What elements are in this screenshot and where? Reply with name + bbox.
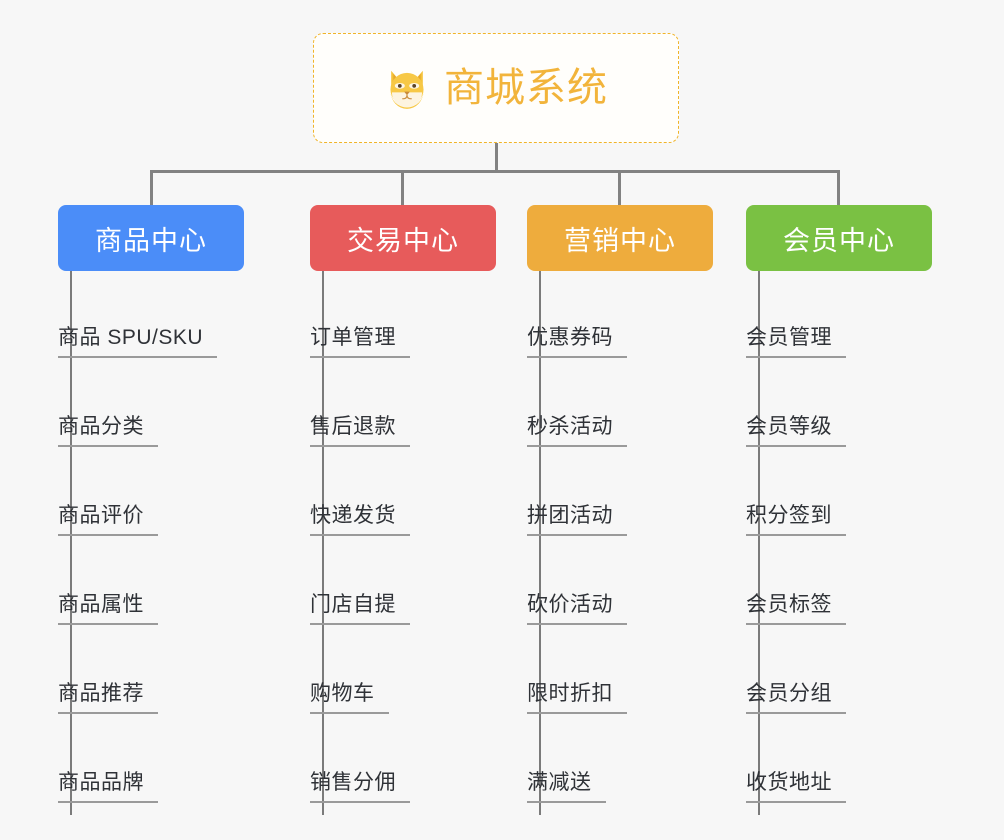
category-label: 会员中心 <box>783 225 895 256</box>
category-header-trade-center[interactable]: 交易中心 <box>310 205 496 271</box>
list-item[interactable]: 门店自提 <box>310 538 540 627</box>
list-item[interactable]: 订单管理 <box>310 271 540 360</box>
category-label: 交易中心 <box>347 225 459 256</box>
list-item[interactable]: 快递发货 <box>310 449 540 538</box>
spine-member-center <box>758 271 760 815</box>
list-item-label: 会员标签 <box>746 591 846 625</box>
list-item-label: 门店自提 <box>310 591 410 625</box>
root-title: 商城系统 <box>444 66 608 110</box>
item-list-product-center: 商品 SPU/SKU 商品分类 商品评价 商品属性 商品推荐 商品品牌 <box>58 271 288 805</box>
list-item[interactable]: 积分签到 <box>746 449 976 538</box>
item-list-trade-center: 订单管理 售后退款 快递发货 门店自提 购物车 销售分佣 <box>310 271 540 805</box>
list-item[interactable]: 商品分类 <box>58 360 288 449</box>
branch-marketing-center: 营销中心 <box>527 205 713 271</box>
list-item[interactable]: 限时折扣 <box>527 627 757 716</box>
list-item-label: 商品属性 <box>58 591 158 625</box>
list-item-label: 优惠券码 <box>527 324 627 358</box>
list-item[interactable]: 会员标签 <box>746 538 976 627</box>
category-header-member-center[interactable]: 会员中心 <box>746 205 932 271</box>
list-item-label: 限时折扣 <box>527 680 627 714</box>
list-item[interactable]: 拼团活动 <box>527 449 757 538</box>
category-label: 商品中心 <box>95 225 207 256</box>
category-label: 营销中心 <box>564 225 676 256</box>
connector-drop-trade-center <box>401 170 404 205</box>
list-item-label: 会员管理 <box>746 324 846 358</box>
connector-drop-marketing-center <box>618 170 621 205</box>
category-header-marketing-center[interactable]: 营销中心 <box>527 205 713 271</box>
list-item-label: 商品评价 <box>58 502 158 536</box>
list-item[interactable]: 购物车 <box>310 627 540 716</box>
list-item[interactable]: 会员分组 <box>746 627 976 716</box>
list-item-label: 商品分类 <box>58 413 158 447</box>
connector-drop-product-center <box>150 170 153 205</box>
list-item-label: 秒杀活动 <box>527 413 627 447</box>
list-item[interactable]: 优惠券码 <box>527 271 757 360</box>
list-item[interactable]: 会员管理 <box>746 271 976 360</box>
list-item[interactable]: 砍价活动 <box>527 538 757 627</box>
list-item[interactable]: 商品属性 <box>58 538 288 627</box>
list-item-label: 砍价活动 <box>527 591 627 625</box>
connector-drop-member-center <box>837 170 840 205</box>
list-item-label: 售后退款 <box>310 413 410 447</box>
list-item-label: 商品 SPU/SKU <box>58 324 218 358</box>
list-item-label: 快递发货 <box>310 502 410 536</box>
root-node[interactable]: 商城系统 <box>313 33 679 143</box>
list-item-label: 购物车 <box>310 680 389 714</box>
spine-trade-center <box>322 271 324 815</box>
spine-product-center <box>70 271 72 815</box>
list-item[interactable]: 会员等级 <box>746 360 976 449</box>
item-list-member-center: 会员管理 会员等级 积分签到 会员标签 会员分组 收货地址 <box>746 271 976 805</box>
list-item-label: 销售分佣 <box>310 769 410 803</box>
list-item-label: 满减送 <box>527 769 606 803</box>
list-item[interactable]: 售后退款 <box>310 360 540 449</box>
list-item[interactable]: 商品推荐 <box>58 627 288 716</box>
list-item-label: 积分签到 <box>746 502 846 536</box>
list-item-label: 收货地址 <box>746 769 846 803</box>
branch-member-center: 会员中心 <box>746 205 932 271</box>
connector-root-stem <box>495 143 498 172</box>
list-item-label: 商品推荐 <box>58 680 158 714</box>
list-item-label: 拼团活动 <box>527 502 627 536</box>
connector-horizontal-bus <box>150 170 840 173</box>
list-item[interactable]: 商品评价 <box>58 449 288 538</box>
shiba-dog-face-icon <box>384 65 430 111</box>
spine-marketing-center <box>539 271 541 815</box>
list-item-label: 订单管理 <box>310 324 410 358</box>
list-item[interactable]: 商品品牌 <box>58 716 288 805</box>
list-item-label: 会员等级 <box>746 413 846 447</box>
item-list-marketing-center: 优惠券码 秒杀活动 拼团活动 砍价活动 限时折扣 满减送 <box>527 271 757 805</box>
list-item-label: 商品品牌 <box>58 769 158 803</box>
list-item-label: 会员分组 <box>746 680 846 714</box>
branch-product-center: 商品中心 <box>58 205 244 271</box>
category-header-product-center[interactable]: 商品中心 <box>58 205 244 271</box>
branch-trade-center: 交易中心 <box>310 205 496 271</box>
list-item[interactable]: 销售分佣 <box>310 716 540 805</box>
list-item[interactable]: 满减送 <box>527 716 757 805</box>
list-item[interactable]: 秒杀活动 <box>527 360 757 449</box>
list-item[interactable]: 商品 SPU/SKU <box>58 271 288 360</box>
list-item[interactable]: 收货地址 <box>746 716 976 805</box>
